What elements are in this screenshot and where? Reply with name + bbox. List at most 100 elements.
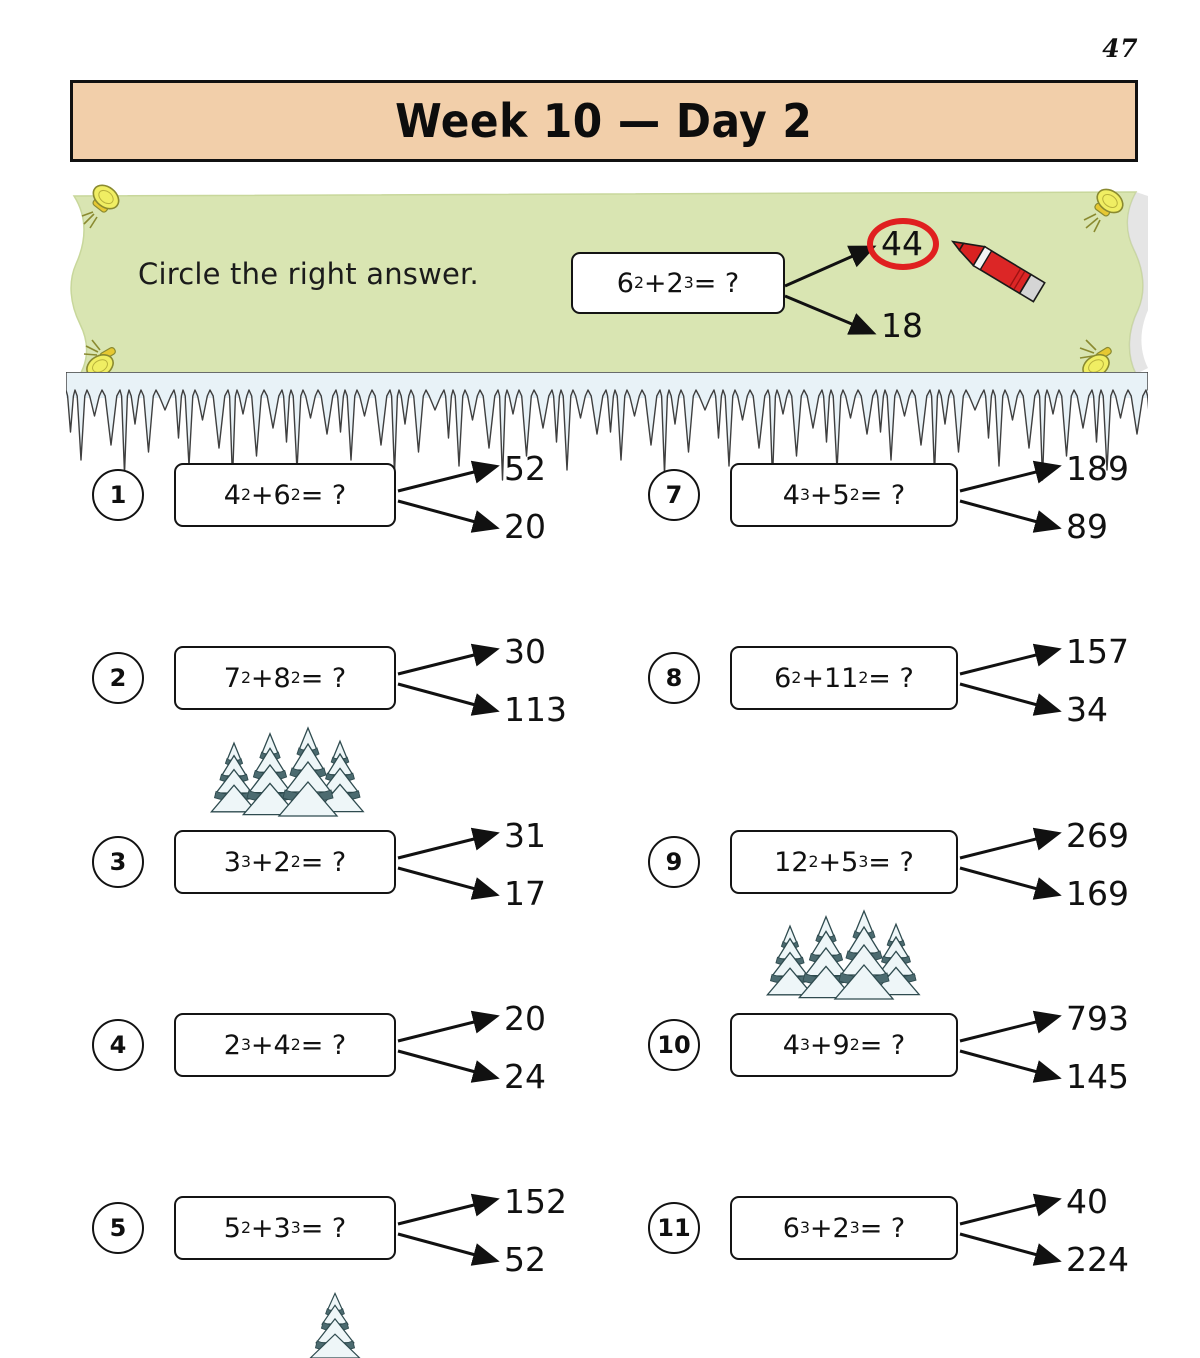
answer-option-bottom[interactable]: 169	[1066, 874, 1129, 913]
example-answer-circle	[867, 218, 939, 270]
answer-option-bottom[interactable]: 89	[1066, 507, 1108, 546]
q-tail: = ?	[300, 662, 347, 694]
q-plus: +	[250, 1212, 274, 1244]
snowy-tree-cluster-10	[765, 909, 921, 1000]
question-number-badge: 1	[92, 469, 144, 521]
pushpin-icon-top-left	[81, 184, 120, 229]
question-number-badge: 9	[648, 836, 700, 888]
answer-option-top[interactable]: 189	[1066, 449, 1129, 488]
title-banner: Week 10 — Day 2	[70, 80, 1138, 162]
example-answer-wrong[interactable]: 18	[881, 306, 923, 345]
pencil-icon	[950, 240, 1046, 303]
answer-option-top[interactable]: 157	[1066, 632, 1129, 671]
answer-option-top[interactable]: 40	[1066, 1182, 1108, 1221]
icicle-border	[66, 372, 1148, 481]
example-answer-correct[interactable]: 44	[881, 224, 923, 263]
q-base2: 9	[832, 1029, 850, 1061]
q-plus: +	[250, 662, 274, 694]
q-base2: 6	[273, 479, 291, 511]
q-plus: +	[801, 662, 824, 694]
answer-arrows	[959, 1010, 1062, 1083]
q-base1: 6	[782, 1212, 800, 1244]
snowy-tree-cluster-3	[209, 726, 365, 817]
answer-option-bottom[interactable]: 113	[504, 690, 567, 729]
q-plus: +	[809, 1212, 833, 1244]
q-tail: = ?	[300, 1212, 347, 1244]
answer-arrows	[397, 827, 500, 900]
example-base2: 2	[666, 267, 684, 299]
q-plus: +	[250, 1029, 274, 1061]
answer-option-bottom[interactable]: 17	[504, 874, 546, 913]
pushpin-icon-top-right	[1083, 188, 1124, 233]
q-base1: 6	[774, 662, 792, 694]
answer-option-top[interactable]: 152	[504, 1182, 567, 1221]
q-tail: = ?	[300, 479, 347, 511]
question-number-badge: 4	[92, 1019, 144, 1071]
answer-arrows	[959, 643, 1062, 716]
page-number: 47	[1102, 34, 1138, 63]
q-tail: = ?	[859, 1212, 906, 1244]
question-number-badge: 3	[92, 836, 144, 888]
example-base1: 6	[616, 267, 634, 299]
answer-option-bottom[interactable]: 224	[1066, 1240, 1129, 1279]
answer-arrows	[397, 1193, 500, 1266]
q-tail: = ?	[300, 846, 347, 878]
q-base2: 4	[273, 1029, 291, 1061]
question-number-badge: 10	[648, 1019, 700, 1071]
question-number-badge: 8	[648, 652, 700, 704]
q-base1: 5	[223, 1212, 241, 1244]
answer-option-top[interactable]: 52	[504, 449, 546, 488]
q-base1: 7	[223, 662, 241, 694]
q-tail: = ?	[868, 662, 914, 694]
q-base1: 4	[223, 479, 241, 511]
answer-option-bottom[interactable]: 20	[504, 507, 546, 546]
answer-arrows	[959, 460, 1062, 533]
answer-option-bottom[interactable]: 34	[1066, 690, 1108, 729]
snowy-tree-icon-bottom	[309, 1291, 361, 1358]
q-base2: 5	[832, 479, 850, 511]
q-base2: 3	[273, 1212, 291, 1244]
question-number-badge: 5	[92, 1202, 144, 1254]
q-plus: +	[250, 846, 274, 878]
answer-option-bottom[interactable]: 24	[504, 1057, 546, 1096]
question-number-badge: 11	[648, 1202, 700, 1254]
answer-option-top[interactable]: 793	[1066, 999, 1129, 1038]
q-base2: 5	[841, 846, 859, 878]
example-tail: = ?	[693, 267, 740, 299]
answer-arrows	[959, 827, 1062, 900]
page-title: Week 10 — Day 2	[395, 94, 813, 148]
answer-arrows	[959, 1193, 1062, 1266]
answer-arrows	[397, 643, 500, 716]
answer-option-bottom[interactable]: 52	[504, 1240, 546, 1279]
answer-arrows	[397, 460, 500, 533]
answer-option-top[interactable]: 20	[504, 999, 546, 1038]
answer-option-top[interactable]: 30	[504, 632, 546, 671]
answer-option-top[interactable]: 31	[504, 816, 546, 855]
instruction-text: Circle the right answer.	[138, 257, 479, 291]
answer-option-top[interactable]: 269	[1066, 816, 1129, 855]
q-base2: 2	[832, 1212, 850, 1244]
q-base2: 8	[273, 662, 291, 694]
answer-option-bottom[interactable]: 145	[1066, 1057, 1129, 1096]
